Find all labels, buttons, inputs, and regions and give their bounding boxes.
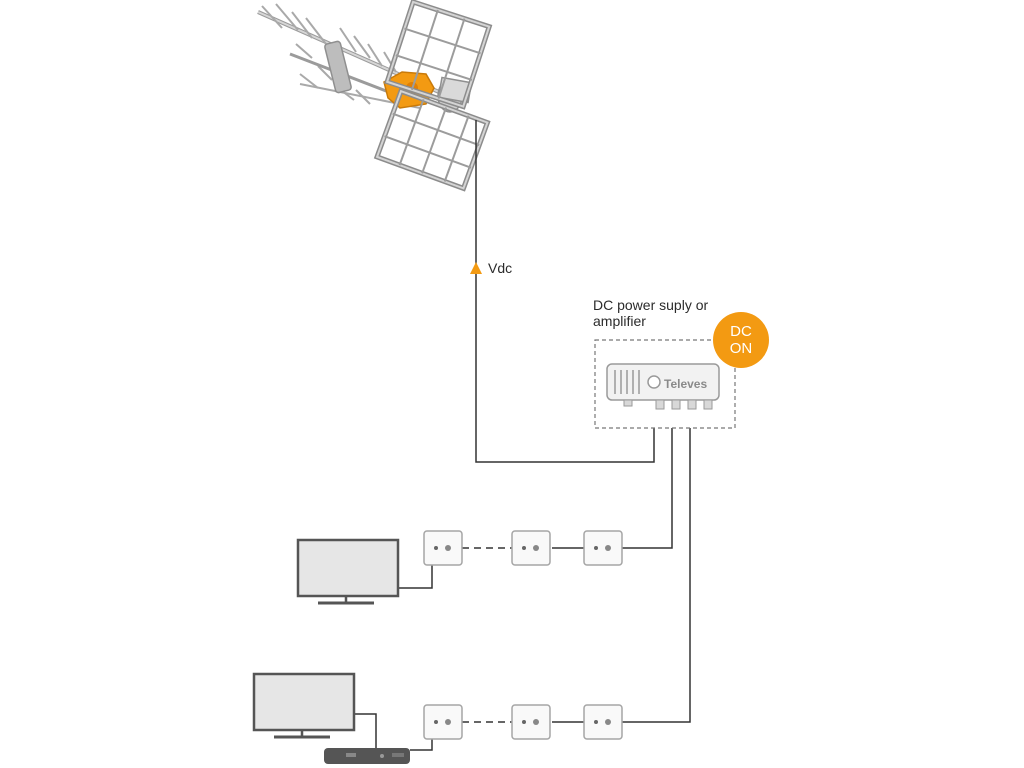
dc-on-badge-line-1: DC [730, 323, 752, 340]
wall-outlet-icon [511, 704, 551, 740]
wall-outlet-icon [583, 530, 623, 566]
antenna-icon [257, 0, 493, 192]
cables [354, 120, 691, 751]
tv-icon [296, 538, 400, 605]
arrow-up-icon [470, 262, 482, 274]
dc-on-badge: DC ON [713, 312, 769, 368]
set-top-box-icon [324, 748, 410, 764]
output-cable-1 [622, 428, 673, 549]
psu-title-line-1: DC power suply or [593, 297, 709, 313]
psu-title-line-2: amplifier [593, 313, 646, 329]
psu-title: DC power suply or amplifier [593, 297, 733, 329]
tv2-stb-cable [354, 713, 377, 748]
vdc-label: Vdc [488, 260, 513, 276]
tv-icon [252, 672, 356, 739]
outlets-row-2 [423, 704, 623, 740]
wall-outlet-icon [583, 704, 623, 740]
wall-outlet-icon [423, 704, 463, 740]
outlets-row-1 [423, 530, 623, 566]
power-supply-icon [594, 339, 736, 429]
antenna-cable [475, 120, 655, 463]
wall-outlet-icon [423, 530, 463, 566]
dc-on-badge-line-2: ON [729, 340, 753, 357]
psu-brand-label: Televes [664, 377, 708, 391]
output-cable-2 [622, 428, 691, 723]
psu-dashed-frame [594, 339, 736, 429]
wall-outlet-icon [511, 530, 551, 566]
